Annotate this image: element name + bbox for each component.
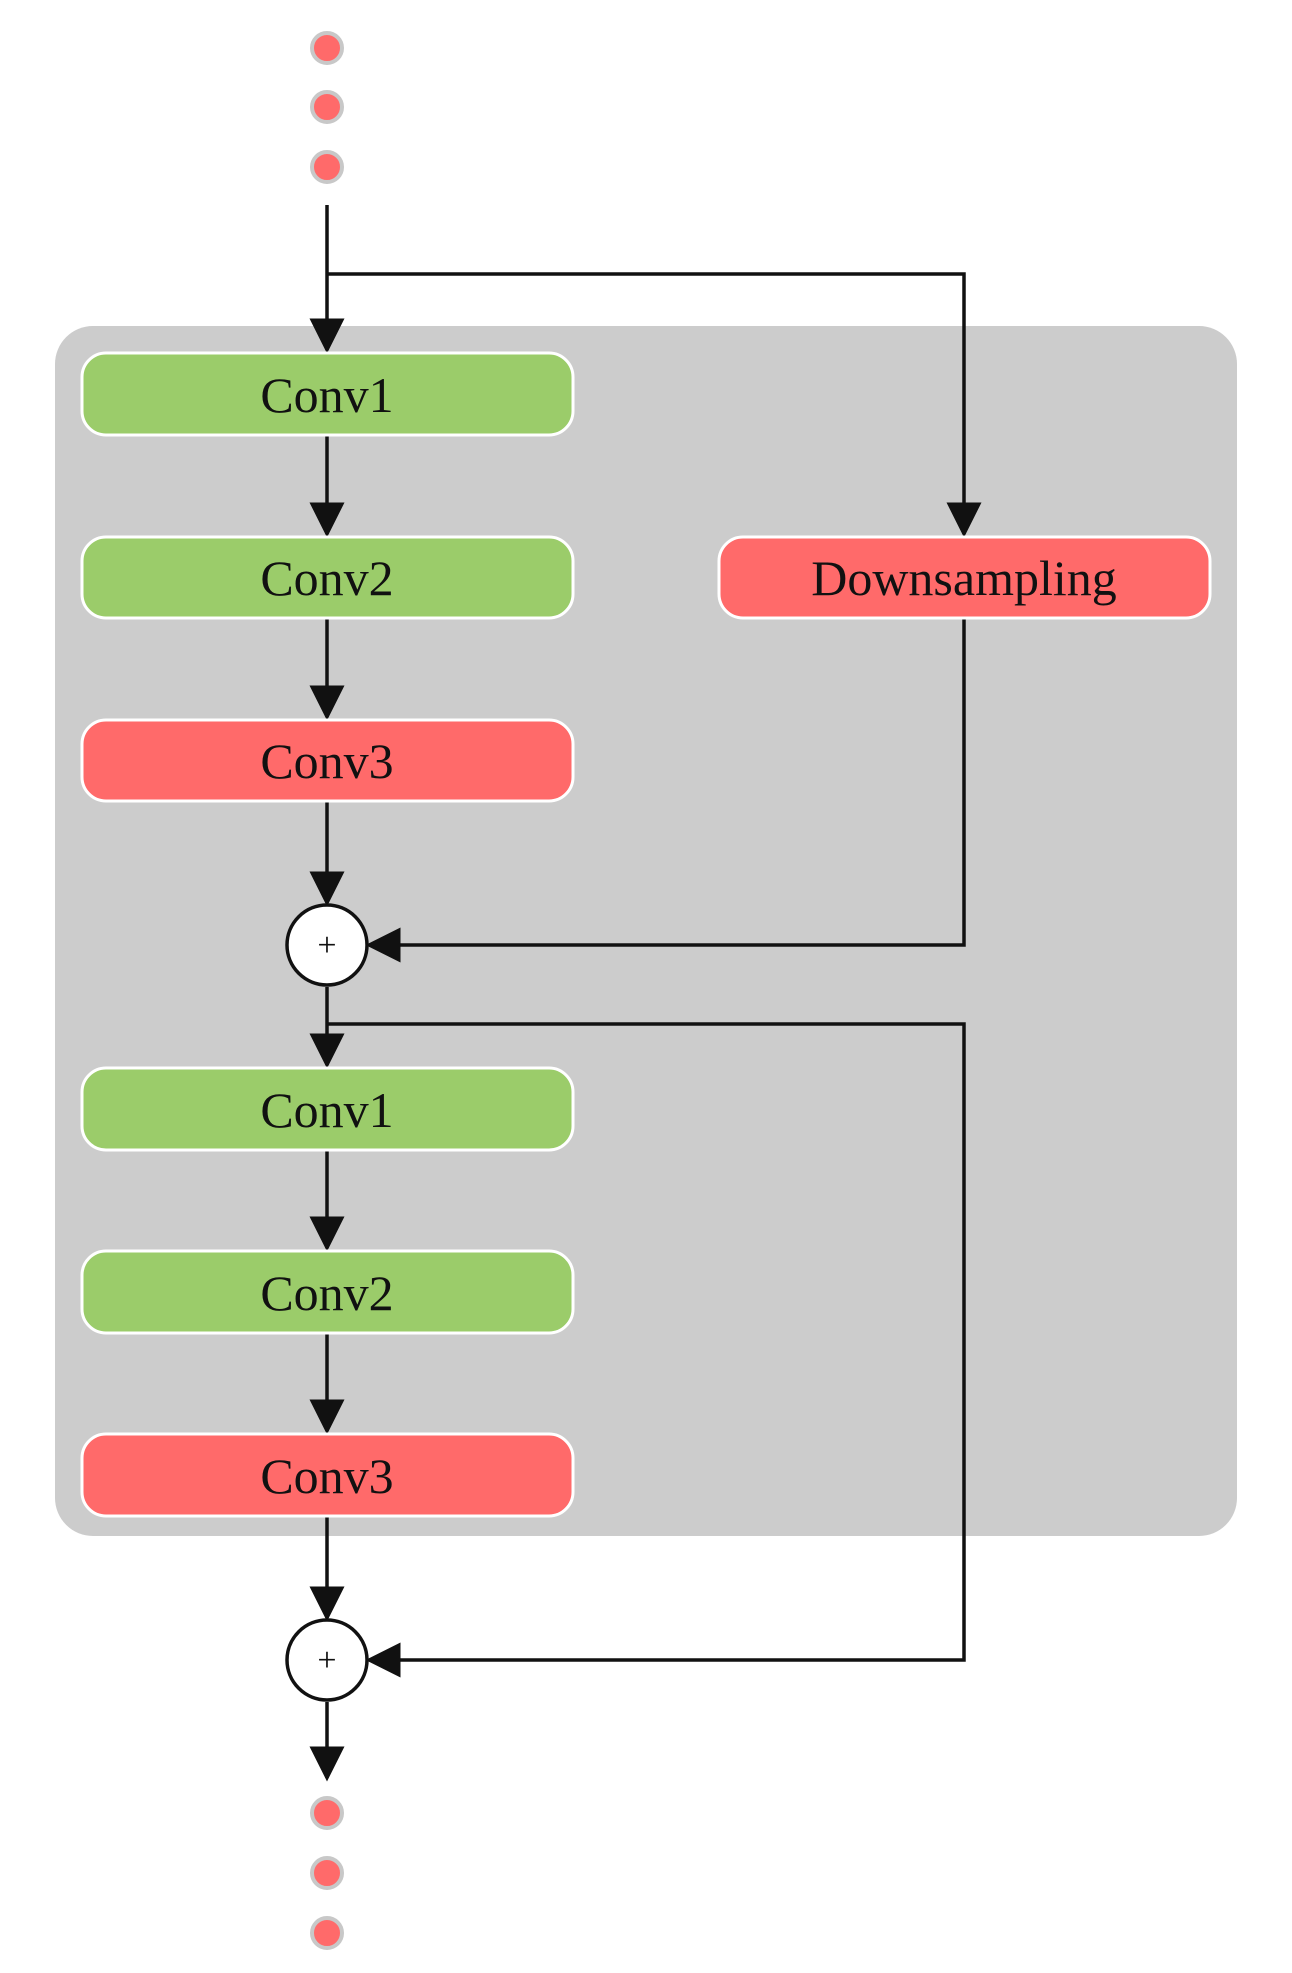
downsampling-block: Downsampling xyxy=(717,535,1212,620)
downsampling-label: Downsampling xyxy=(811,550,1117,606)
identity-skip-to-add2-arrow xyxy=(327,1022,966,1678)
conv1-label: Conv1 xyxy=(260,367,393,423)
conv1-label: Conv1 xyxy=(260,1082,393,1138)
add-circle-icon xyxy=(285,903,369,987)
continuation-dot xyxy=(310,31,344,65)
conv2-label: Conv2 xyxy=(260,550,393,606)
skip-to-downsampling-arrow xyxy=(327,272,982,538)
conv2-block: Conv2 xyxy=(80,1249,575,1335)
conv2-block: Conv2 xyxy=(80,535,575,620)
block-group-panel xyxy=(55,326,1237,1536)
flow-connectors xyxy=(309,205,982,1782)
conv3-block: Conv3 xyxy=(80,1432,575,1518)
conv2-label: Conv2 xyxy=(260,1265,393,1321)
downsampling-to-add1-arrow xyxy=(365,618,966,963)
add-node-1: + xyxy=(285,903,369,987)
conv3-label: Conv3 xyxy=(260,1448,393,1504)
conv3-label: Conv3 xyxy=(260,733,393,789)
conv1-block: Conv1 xyxy=(80,1066,575,1152)
continuation-dot xyxy=(310,90,344,124)
continuation-dot xyxy=(310,1856,344,1890)
conv1-block: Conv1 xyxy=(80,351,575,437)
top-ellipsis-dots-icon xyxy=(310,31,344,184)
add-node-2: + xyxy=(285,1618,369,1702)
bottom-ellipsis-dots-icon xyxy=(310,1796,344,1950)
conv3-block: Conv3 xyxy=(80,718,575,803)
add-circle-icon xyxy=(285,1618,369,1702)
add-operator-label: + xyxy=(317,927,336,964)
continuation-dot xyxy=(310,150,344,184)
continuation-dot xyxy=(310,1796,344,1830)
continuation-dot xyxy=(310,1916,344,1950)
add-operator-label: + xyxy=(317,1642,336,1679)
